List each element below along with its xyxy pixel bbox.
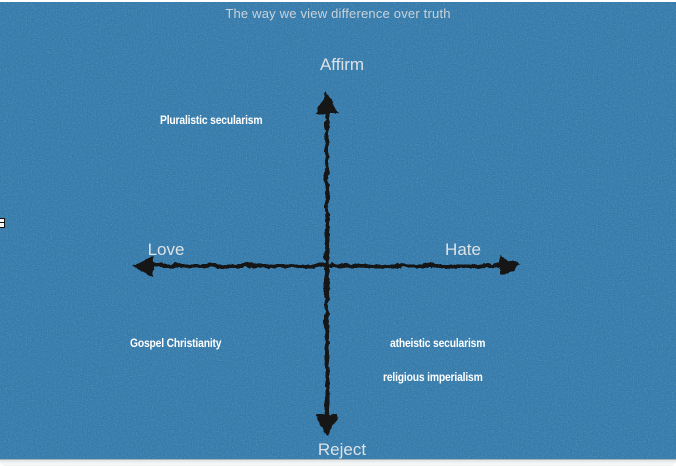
axis-label-love: Love [147,240,185,259]
quadrant-label-pluralistic-secularism: Pluralistic secularism [160,113,263,127]
quadrant-label-religious-imperialism: religious imperialism [383,370,483,384]
quadrant-label-gospel-christianity: Gospel Christianity [130,336,222,350]
axis-label-affirm: Affirm [319,55,365,74]
axis-label-hate: Hate [445,240,481,259]
axis-label-reject: Reject [317,440,367,459]
left-edge-object-handle[interactable] [0,218,5,228]
window-bottom-edge [0,459,676,466]
slide-title: The way we view difference over truth [225,6,451,21]
quadrant-label-atheistic-secularism: atheistic secularism [390,336,486,350]
